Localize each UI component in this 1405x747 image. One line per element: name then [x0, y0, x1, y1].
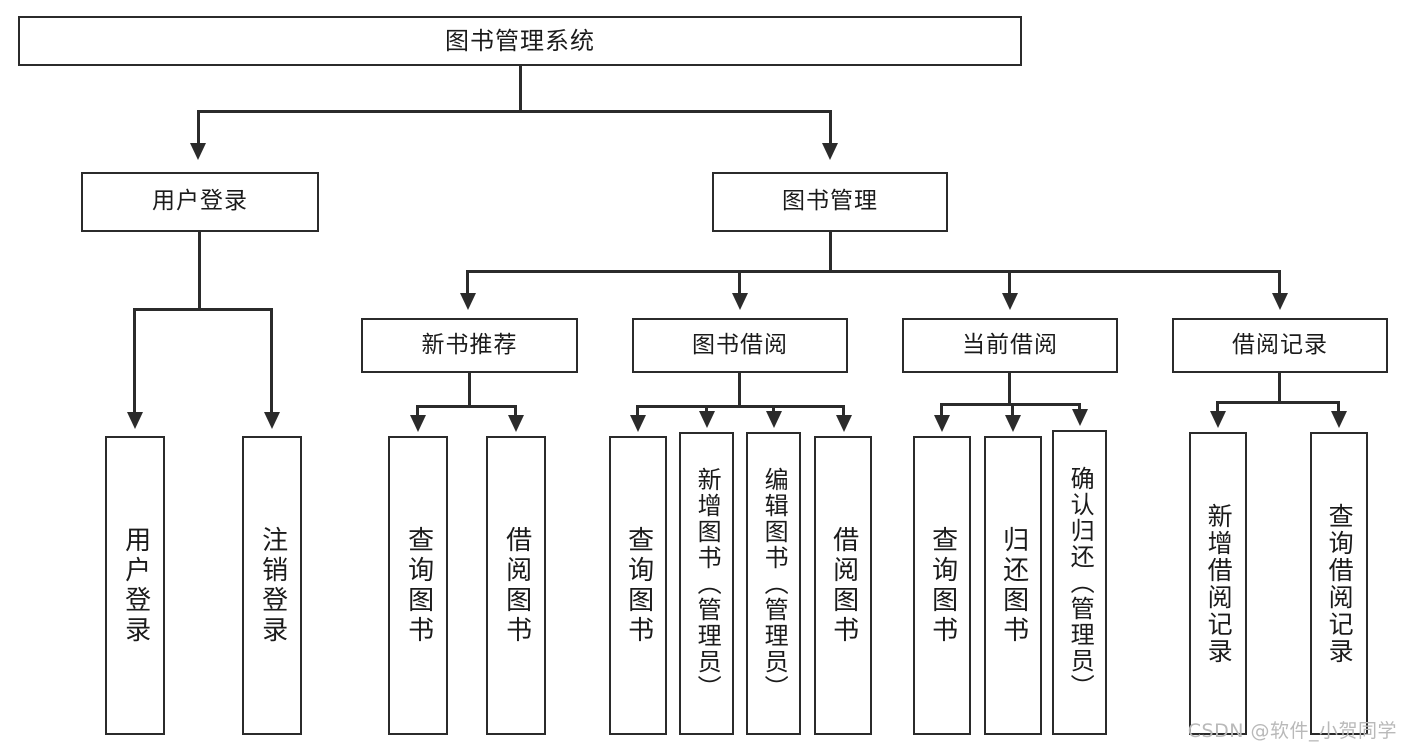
connector-借阅记录-trunk	[1278, 373, 1281, 403]
node-label: 当前借阅	[962, 331, 1058, 358]
node-label: 新书推荐	[421, 331, 518, 358]
arrow-图书借阅-leaf2	[699, 411, 715, 428]
connector-当前借阅-bar	[940, 403, 1080, 406]
node-新书推荐[interactable]: 新书推荐	[361, 318, 578, 373]
arrow-用户登录-leaf2	[264, 412, 280, 429]
leaf-label: 借阅图书	[828, 525, 859, 646]
connector-当前借阅-trunk	[1008, 373, 1011, 405]
connector-to-图书借阅	[738, 270, 741, 295]
node-label: 图书借阅	[692, 331, 788, 358]
arrow-借阅记录-leaf2	[1331, 411, 1347, 428]
leaf-label: 查询图书	[403, 525, 434, 646]
leaf-查询图书-新书推荐[interactable]: 查询图书	[388, 436, 448, 735]
node-label: 图书管理	[782, 188, 878, 215]
leaf-查询借阅记录[interactable]: 查询借阅记录	[1310, 432, 1368, 735]
arrow-用户登录-leaf1	[127, 412, 143, 429]
leaf-新增图书-管理员[interactable]: 新增图书（管理员）	[679, 432, 734, 735]
connector-to-新书推荐	[466, 270, 469, 295]
connector-图书借阅-leaf4	[842, 405, 845, 417]
arrow-当前借阅-leaf1	[934, 415, 950, 432]
arrow-当前借阅-leaf3	[1072, 409, 1088, 426]
leaf-新增借阅记录[interactable]: 新增借阅记录	[1189, 432, 1247, 735]
arrow-to-图书管理	[822, 143, 838, 160]
leaf-借阅图书-图书借阅[interactable]: 借阅图书	[814, 436, 872, 735]
connector-root-trunk	[519, 66, 522, 110]
connector-to-当前借阅	[1008, 270, 1011, 295]
connector-新书推荐-leaf1	[416, 405, 419, 417]
watermark-text: CSDN @软件_小贺同学	[1187, 720, 1397, 742]
arrow-当前借阅-leaf2	[1005, 415, 1021, 432]
node-root-图书管理系统[interactable]: 图书管理系统	[18, 16, 1022, 66]
leaf-归还图书[interactable]: 归还图书	[984, 436, 1042, 735]
node-label: 借阅记录	[1232, 331, 1328, 358]
connector-图书借阅-leaf1	[636, 405, 639, 417]
connector-to-借阅记录	[1278, 270, 1281, 295]
connector-当前借阅-leaf3	[1078, 403, 1081, 411]
node-label: 图书管理系统	[445, 26, 595, 55]
arrow-图书借阅-leaf4	[836, 415, 852, 432]
leaf-用户登录[interactable]: 用户登录	[105, 436, 165, 735]
node-当前借阅[interactable]: 当前借阅	[902, 318, 1118, 373]
connector-to-用户登录	[197, 110, 200, 145]
connector-新书推荐-trunk	[468, 373, 471, 407]
node-图书借阅[interactable]: 图书借阅	[632, 318, 848, 373]
connector-新书推荐-bar	[416, 405, 517, 408]
leaf-label: 用户登录	[120, 525, 151, 646]
connector-level3-bar	[466, 270, 1281, 273]
connector-图书管理-trunk	[829, 232, 832, 272]
node-用户登录[interactable]: 用户登录	[81, 172, 319, 232]
leaf-label: 注销登录	[257, 525, 288, 646]
node-借阅记录[interactable]: 借阅记录	[1172, 318, 1388, 373]
connector-图书借阅-trunk	[738, 373, 741, 407]
connector-用户登录-leaf2	[270, 308, 273, 414]
leaf-确认归还-管理员[interactable]: 确认归还（管理员）	[1052, 430, 1107, 735]
leaf-编辑图书-管理员[interactable]: 编辑图书（管理员）	[746, 432, 801, 735]
leaf-label: 查询图书	[927, 525, 958, 646]
arrow-to-用户登录	[190, 143, 206, 160]
connector-图书借阅-leaf3	[772, 405, 775, 413]
connector-to-图书管理	[829, 110, 832, 145]
leaf-label: 新增图书（管理员）	[693, 466, 722, 701]
arrow-to-借阅记录	[1272, 293, 1288, 310]
connector-level2-bar	[197, 110, 831, 113]
leaf-label: 确认归还（管理员）	[1066, 465, 1095, 700]
node-图书管理[interactable]: 图书管理	[712, 172, 948, 232]
arrow-to-当前借阅	[1002, 293, 1018, 310]
leaf-label: 借阅图书	[501, 525, 532, 646]
connector-当前借阅-leaf1	[940, 403, 943, 417]
arrow-to-图书借阅	[732, 293, 748, 310]
connector-图书借阅-leaf2	[705, 405, 708, 413]
leaf-label: 归还图书	[998, 525, 1029, 646]
connector-用户登录-bar	[133, 308, 272, 311]
connector-新书推荐-leaf2	[514, 405, 517, 417]
leaf-label: 查询图书	[623, 525, 654, 646]
arrow-图书借阅-leaf1	[630, 415, 646, 432]
leaf-label: 查询借阅记录	[1325, 502, 1355, 665]
node-label: 用户登录	[152, 188, 248, 215]
connector-当前借阅-leaf2	[1011, 403, 1014, 417]
leaf-查询图书-图书借阅[interactable]: 查询图书	[609, 436, 667, 735]
leaf-注销登录[interactable]: 注销登录	[242, 436, 302, 735]
leaf-借阅图书-新书推荐[interactable]: 借阅图书	[486, 436, 546, 735]
connector-借阅记录-bar	[1216, 401, 1340, 404]
connector-用户登录-leaf1	[133, 308, 136, 414]
leaf-label: 编辑图书（管理员）	[760, 466, 789, 701]
connector-借阅记录-leaf2	[1337, 401, 1340, 413]
arrow-图书借阅-leaf3	[766, 411, 782, 428]
arrow-to-新书推荐	[460, 293, 476, 310]
arrow-新书推荐-leaf1	[410, 415, 426, 432]
connector-用户登录-trunk	[198, 232, 201, 310]
leaf-查询图书-当前借阅[interactable]: 查询图书	[913, 436, 971, 735]
connector-图书借阅-bar	[636, 405, 844, 408]
arrow-借阅记录-leaf1	[1210, 411, 1226, 428]
leaf-label: 新增借阅记录	[1204, 502, 1234, 665]
connector-借阅记录-leaf1	[1216, 401, 1219, 413]
arrow-新书推荐-leaf2	[508, 415, 524, 432]
